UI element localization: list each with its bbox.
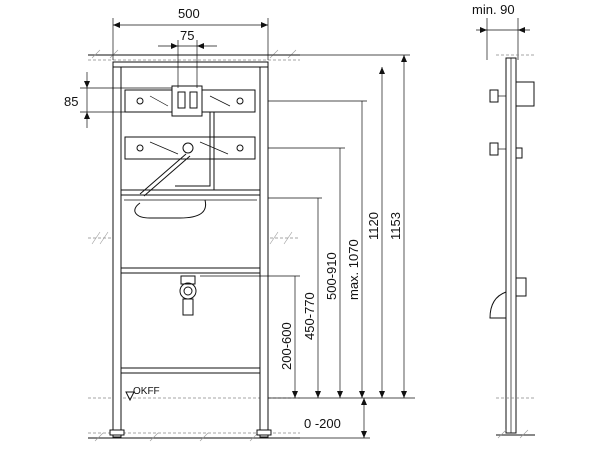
supply-hose [134, 112, 215, 219]
wall-hatch-top [88, 49, 300, 61]
lower-mounting-plate [124, 136, 256, 160]
dim-0-200: 0 -200 [304, 416, 341, 431]
okff-label: OKFF [133, 386, 160, 397]
okff-marker: OKFF [125, 386, 160, 402]
dim-500-910: 500-910 [324, 252, 339, 300]
dim-max-1070: max. 1070 [346, 239, 361, 300]
dim-450-770: 450-770 [302, 292, 317, 340]
vertical-dimensions: 200-600 450-770 500-910 max. 1070 1120 1… [200, 54, 415, 439]
spacing-label: 75 [180, 28, 194, 43]
dim-1120: 1120 [366, 212, 381, 240]
dim-200-600: 200-600 [279, 322, 294, 370]
height-85-label: 85 [64, 94, 78, 109]
dimension-85: 85 [64, 72, 172, 128]
wall-hatch-middle [88, 231, 300, 245]
drain-fitting [179, 275, 197, 316]
dim-1153: 1153 [388, 212, 403, 240]
dimension-spacing: 75 [158, 28, 217, 88]
dimension-width: 500 [112, 6, 269, 60]
upper-mounting-plate [124, 85, 256, 117]
width-label: 500 [178, 6, 200, 21]
min-depth-label: min. 90 [472, 2, 515, 17]
mounting-frame [109, 61, 272, 438]
side-view: min. 90 [472, 2, 535, 439]
